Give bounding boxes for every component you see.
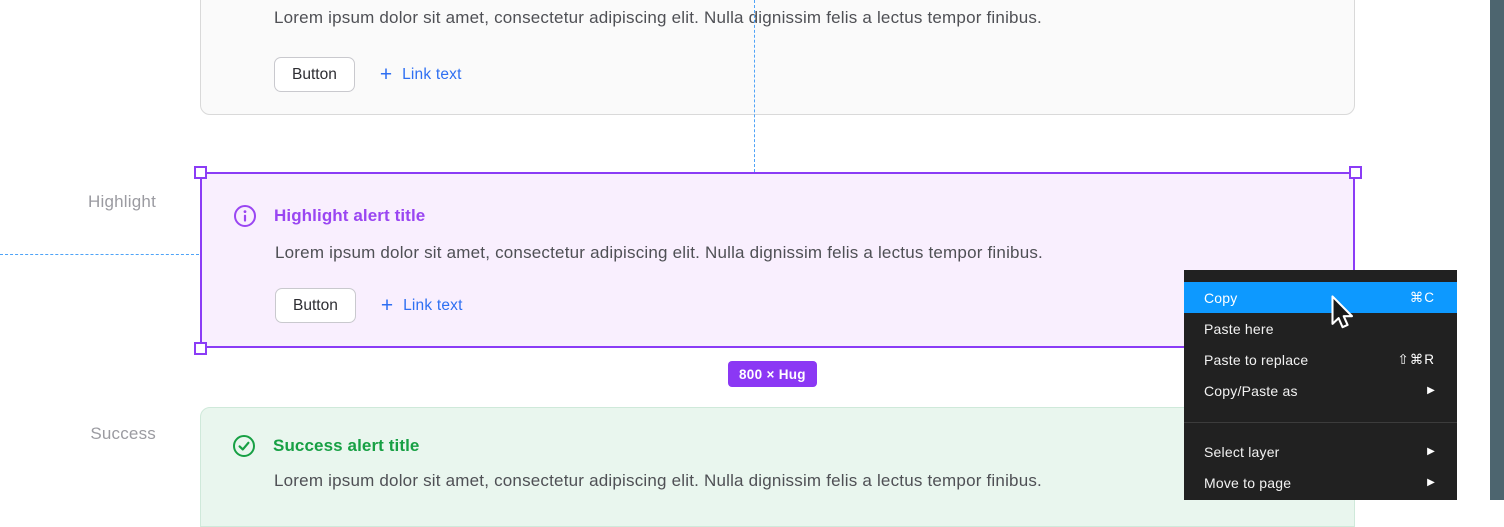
- alert-link[interactable]: + Link text: [380, 293, 463, 317]
- alert-card-success[interactable]: Success alert title Lorem ipsum dolor si…: [200, 407, 1355, 527]
- alert-title-row: Success alert title: [232, 433, 419, 459]
- selection-handle-top-right[interactable]: [1349, 166, 1362, 179]
- horizontal-alignment-guide: [0, 254, 199, 255]
- check-circle-icon: [233, 435, 255, 457]
- section-label-success: Success: [90, 424, 156, 443]
- menu-item-shortcut: ⌘C: [1409, 289, 1435, 305]
- plus-icon: +: [379, 62, 393, 86]
- alert-body-text: Lorem ipsum dolor sit amet, consectetur …: [274, 471, 1042, 490]
- alert-actions-row: Button + Link text: [274, 57, 462, 92]
- mouse-cursor-icon: [1331, 295, 1354, 329]
- menu-item-paste-here[interactable]: Paste here: [1184, 313, 1457, 344]
- alert-title-row: Highlight alert title: [233, 203, 425, 229]
- link-label: Link text: [402, 65, 462, 83]
- menu-divider: [1184, 422, 1457, 423]
- menu-item-label: Copy/Paste as: [1204, 382, 1298, 399]
- alert-title: Success alert title: [273, 436, 420, 455]
- alert-button[interactable]: Button: [275, 288, 356, 323]
- alert-body-text: Lorem ipsum dolor sit amet, consectetur …: [275, 243, 1043, 262]
- menu-item-label: Select layer: [1204, 443, 1280, 460]
- alert-actions-row: Button + Link text: [275, 288, 463, 323]
- alert-card-default[interactable]: Lorem ipsum dolor sit amet, consectetur …: [200, 0, 1355, 115]
- submenu-arrow-icon: ▶: [1427, 446, 1435, 457]
- menu-item-shortcut: ⇧⌘R: [1397, 351, 1435, 367]
- selection-handle-bottom-left[interactable]: [194, 342, 207, 355]
- canvas-edge-bar: [1490, 0, 1504, 500]
- menu-item-copy-paste-as[interactable]: Copy/Paste as ▶: [1184, 375, 1457, 406]
- menu-item-move-to-page[interactable]: Move to page ▶: [1184, 467, 1457, 498]
- menu-item-copy[interactable]: Copy ⌘C: [1184, 282, 1457, 313]
- section-label-highlight: Highlight: [88, 192, 156, 211]
- vertical-alignment-guide: [754, 0, 755, 172]
- menu-item-select-layer[interactable]: Select layer ▶: [1184, 436, 1457, 467]
- selection-size-badge: 800 × Hug: [728, 361, 817, 387]
- menu-item-label: Copy: [1204, 289, 1238, 306]
- context-menu: Copy ⌘C Paste here Paste to replace ⇧⌘R …: [1184, 270, 1457, 500]
- menu-item-label: Paste to replace: [1204, 351, 1309, 368]
- selection-handle-top-left[interactable]: [194, 166, 207, 179]
- alert-button[interactable]: Button: [274, 57, 355, 92]
- alert-body-text: Lorem ipsum dolor sit amet, consectetur …: [274, 8, 1042, 27]
- menu-item-paste-to-replace[interactable]: Paste to replace ⇧⌘R: [1184, 344, 1457, 375]
- alert-link[interactable]: + Link text: [379, 62, 462, 86]
- submenu-arrow-icon: ▶: [1427, 385, 1435, 396]
- plus-icon: +: [380, 293, 394, 317]
- link-label: Link text: [403, 296, 463, 314]
- menu-item-label: Paste here: [1204, 320, 1274, 337]
- menu-item-label: Move to page: [1204, 474, 1292, 491]
- submenu-arrow-icon: ▶: [1427, 477, 1435, 488]
- alert-title: Highlight alert title: [274, 206, 426, 225]
- alert-card-highlight[interactable]: Highlight alert title Lorem ipsum dolor …: [200, 172, 1355, 348]
- info-icon: [234, 205, 256, 227]
